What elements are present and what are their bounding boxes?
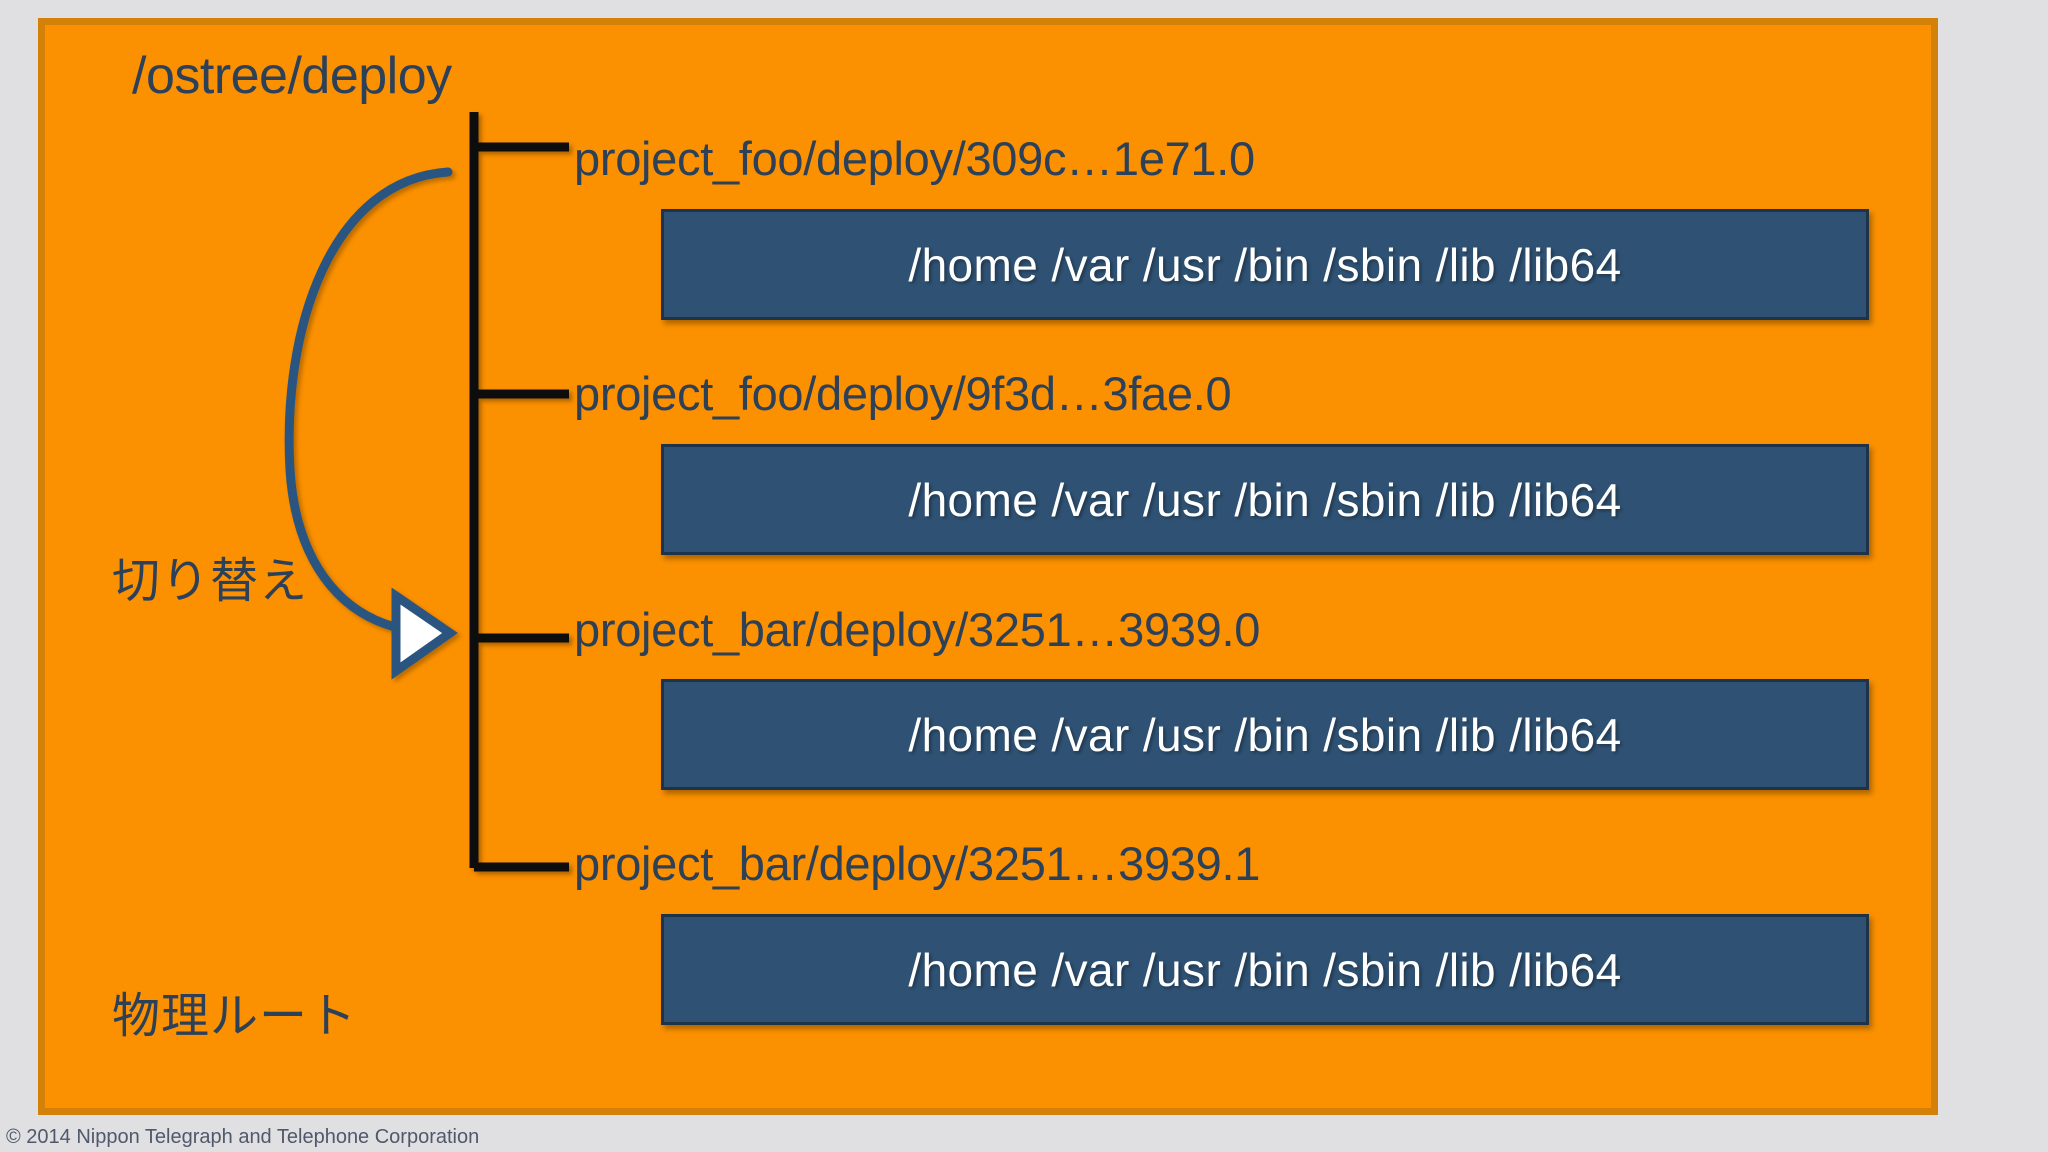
deployment-dirs-text-2: /home /var /usr /bin /sbin /lib /lib64: [908, 708, 1622, 761]
deployment-label-2: project_bar/deploy/3251…3939.0: [574, 603, 1261, 656]
deployment-dirs-text-1: /home /var /usr /bin /sbin /lib /lib64: [908, 473, 1622, 526]
switch-annotation-label: 切り替え: [112, 555, 309, 608]
deployment-dirs-text-0: /home /var /usr /bin /sbin /lib /lib64: [908, 238, 1622, 291]
deployment-label-3: project_bar/deploy/3251…3939.1: [574, 837, 1261, 890]
deployment-label-1: project_foo/deploy/9f3d…3fae.0: [574, 367, 1232, 420]
physical-root-annotation-label: 物理ルート: [112, 990, 358, 1043]
root-path-label: /ostree/deploy: [132, 47, 452, 105]
deployment-dirs-text-3: /home /var /usr /bin /sbin /lib /lib64: [908, 943, 1622, 996]
deployment-dirs-box-3: /home /var /usr /bin /sbin /lib /lib64: [661, 914, 1869, 1025]
deployment-dirs-box-0: /home /var /usr /bin /sbin /lib /lib64: [661, 209, 1869, 320]
deployment-dirs-box-1: /home /var /usr /bin /sbin /lib /lib64: [661, 444, 1869, 555]
deployment-dirs-box-2: /home /var /usr /bin /sbin /lib /lib64: [661, 679, 1869, 790]
footer-copyright: © 2014 Nippon Telegraph and Telephone Co…: [6, 1126, 480, 1148]
deployment-label-0: project_foo/deploy/309c…1e71.0: [574, 132, 1255, 185]
